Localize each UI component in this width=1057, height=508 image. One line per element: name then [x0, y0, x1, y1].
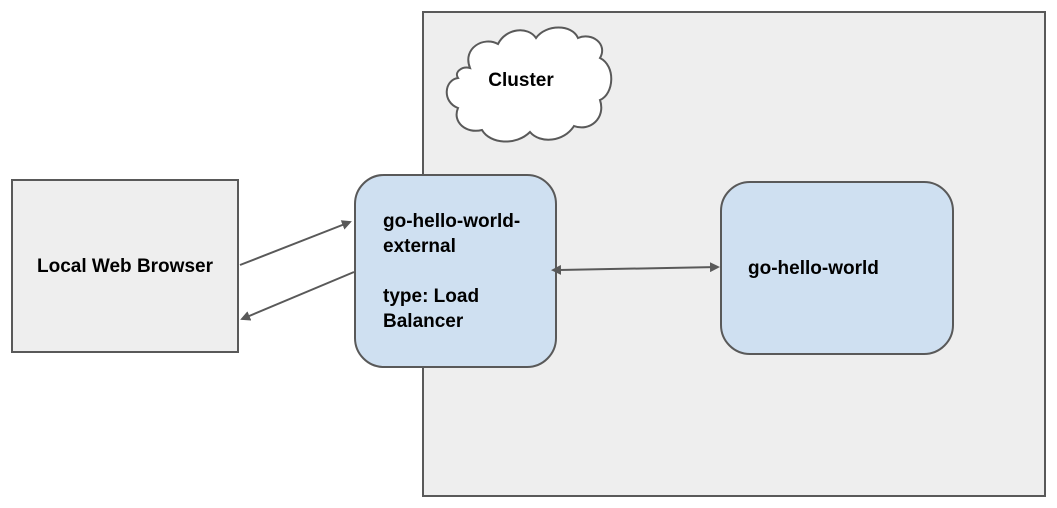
- load-balancer-name-line1: go-hello-world-: [383, 211, 521, 232]
- cloud-icon: [445, 26, 613, 143]
- load-balancer-type-line1: type: Load: [383, 286, 480, 307]
- arrow-lb-to-browser: [240, 271, 355, 321]
- local-web-browser-node: Local Web Browser: [11, 179, 239, 353]
- load-balancer-text: go-hello-world- external type: Load Bala…: [383, 209, 543, 334]
- load-balancer-type-line2: Balancer: [383, 311, 464, 332]
- arrow-lb-service-bidirectional: [551, 262, 720, 275]
- service-node: go-hello-world: [720, 181, 954, 355]
- arrow-browser-to-lb: [239, 220, 352, 266]
- load-balancer-node: go-hello-world- external type: Load Bala…: [354, 174, 557, 368]
- cluster-label: Cluster: [488, 70, 554, 91]
- browser-label: Local Web Browser: [37, 255, 213, 277]
- service-label: go-hello-world: [748, 257, 879, 279]
- load-balancer-name-line2: external: [383, 236, 456, 257]
